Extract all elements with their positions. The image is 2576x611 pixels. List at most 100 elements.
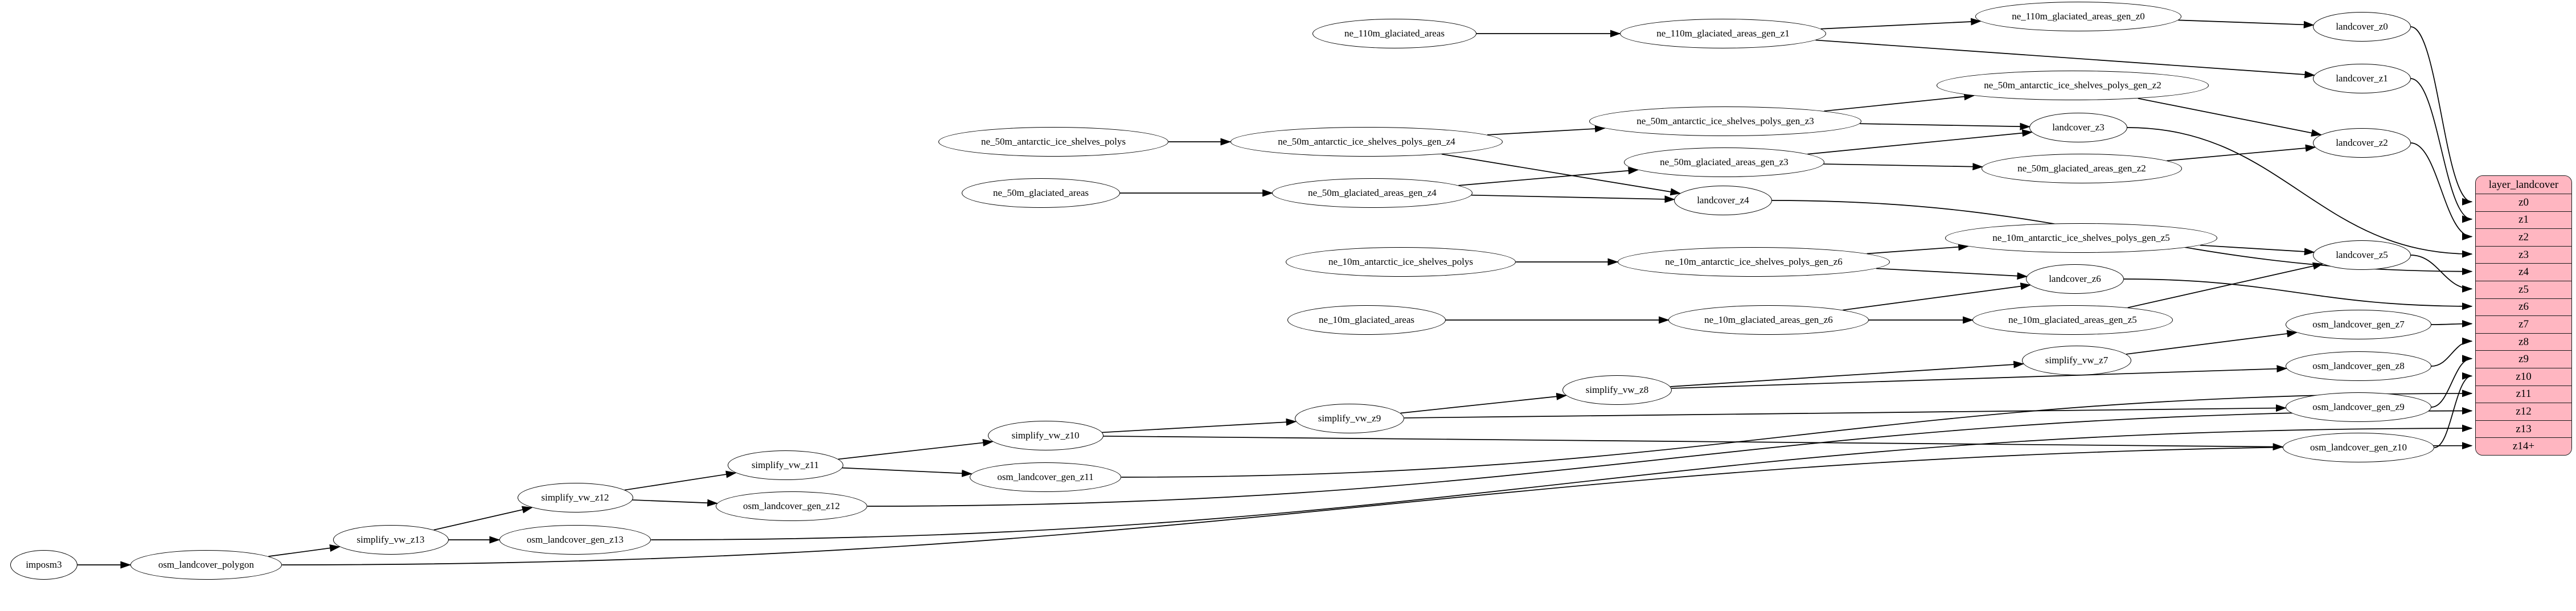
- node-ne_110m_glaciated_areas_gen_z1: ne_110m_glaciated_areas_gen_z1: [1620, 19, 1826, 48]
- table-row-z9: z9: [2476, 350, 2571, 368]
- node-ne_110m_glaciated_areas: ne_110m_glaciated_areas: [1312, 19, 1476, 48]
- node-label: ne_10m_antarctic_ice_shelves_polys_gen_z…: [1992, 232, 2170, 243]
- node-simplify_vw_z8: simplify_vw_z8: [1562, 375, 1672, 405]
- node-landcover_z1: landcover_z1: [2313, 64, 2411, 93]
- edge-simplify_vw_z13-to-simplify_vw_z12: [433, 506, 533, 531]
- node-label: ne_50m_antarctic_ice_shelves_polys: [981, 136, 1126, 147]
- edge-osm_landcover_gen_z7-to-layer_landcover-z7: [2431, 319, 2473, 328]
- edge-ne_50m_antarctic_ice_shelves_polys_gen_z2-to-landcover_z2: [2138, 97, 2322, 137]
- edge-ne_110m_glaciated_areas_gen_z0-to-landcover_z0: [2178, 19, 2315, 28]
- node-ne_110m_glaciated_areas_gen_z0: ne_110m_glaciated_areas_gen_z0: [1975, 2, 2181, 31]
- node-ne_50m_antarctic_ice_shelves_polys: ne_50m_antarctic_ice_shelves_polys: [938, 127, 1169, 157]
- node-ne_50m_antarctic_ice_shelves_polys_gen_z2: ne_50m_antarctic_ice_shelves_polys_gen_z…: [1936, 71, 2209, 100]
- node-label: ne_10m_glaciated_areas_gen_z5: [2008, 314, 2137, 325]
- node-ne_10m_glaciated_areas_gen_z6: ne_10m_glaciated_areas_gen_z6: [1668, 305, 1869, 335]
- node-simplify_vw_z12: simplify_vw_z12: [517, 483, 633, 512]
- edge-ne_50m_antarctic_ice_shelves_polys_gen_z4-to-landcover_z4: [1441, 153, 1681, 196]
- edge-ne_50m_glaciated_areas_gen_z4-to-ne_50m_glaciated_areas_gen_z3: [1458, 167, 1639, 186]
- table-row-z4: z4: [2476, 263, 2571, 281]
- table-row-z2: z2: [2476, 228, 2571, 246]
- node-label: ne_10m_antarctic_ice_shelves_polys_gen_z…: [1665, 256, 1843, 267]
- node-label: ne_10m_antarctic_ice_shelves_polys: [1328, 256, 1473, 267]
- node-label: simplify_vw_z8: [1585, 384, 1649, 395]
- node-landcover_z3: landcover_z3: [2029, 113, 2127, 142]
- edge-ne_110m_glaciated_areas_gen_z1-to-landcover_z1: [1815, 39, 2316, 79]
- table-row-z0: z0: [2476, 194, 2571, 211]
- edge-landcover_z6-to-layer_landcover-z6: [2123, 278, 2473, 310]
- edge-osm_landcover_gen_z12-to-layer_landcover-z12: [867, 407, 2473, 507]
- node-label: ne_10m_glaciated_areas_gen_z6: [1704, 314, 1833, 325]
- edge-osm_landcover_gen_z9-to-layer_landcover-z9: [2431, 355, 2473, 408]
- edge-ne_10m_glaciated_areas_gen_z5-to-landcover_z5: [2127, 262, 2324, 309]
- node-label: landcover_z1: [2336, 72, 2388, 84]
- table-row-z12: z12: [2476, 403, 2571, 420]
- edge-simplify_vw_z10-to-osm_landcover_gen_z10: [1103, 436, 2284, 451]
- edge-landcover_z5-to-layer_landcover-z5: [2410, 255, 2473, 293]
- node-label: landcover_z5: [2336, 249, 2388, 260]
- node-simplify_vw_z13: simplify_vw_z13: [333, 525, 449, 555]
- edge-simplify_vw_z11-to-simplify_vw_z10: [838, 438, 994, 460]
- table-row-z11: z11: [2476, 385, 2571, 403]
- node-ne_10m_glaciated_areas: ne_10m_glaciated_areas: [1287, 305, 1446, 335]
- node-label: ne_50m_antarctic_ice_shelves_polys_gen_z…: [1636, 115, 1814, 126]
- edge-ne_50m_antarctic_ice_shelves_polys_gen_z3-to-ne_50m_antarctic_ice_shelves_polys_gen_z2: [1824, 93, 1975, 112]
- edge-simplify_vw_z9-to-simplify_vw_z8: [1400, 392, 1567, 414]
- edge-landcover_z3-to-layer_landcover-z3: [2127, 127, 2473, 258]
- node-label: osm_landcover_gen_z12: [743, 500, 840, 511]
- node-ne_50m_glaciated_areas_gen_z2: ne_50m_glaciated_areas_gen_z2: [1982, 154, 2182, 183]
- edge-landcover_z1-to-layer_landcover-z1: [2410, 78, 2473, 223]
- edge-ne_50m_antarctic_ice_shelves_polys_gen_z4-to-ne_50m_antarctic_ice_shelves_polys_gen_z3: [1487, 125, 1606, 136]
- node-ne_50m_glaciated_areas_gen_z3: ne_50m_glaciated_areas_gen_z3: [1624, 147, 1824, 177]
- node-label: ne_50m_glaciated_areas_gen_z2: [2017, 162, 2146, 174]
- edge-landcover_z0-to-layer_landcover-z0: [2410, 26, 2473, 206]
- edge-osm_landcover_polygon-to-simplify_vw_z13: [268, 544, 341, 557]
- edge-osm_landcover_gen_z10-to-layer_landcover-z10: [2434, 372, 2473, 448]
- node-osm_landcover_gen_z12: osm_landcover_gen_z12: [715, 491, 868, 521]
- table-title: layer_landcover: [2476, 176, 2571, 194]
- edge-simplify_vw_z12-to-osm_landcover_gen_z12: [632, 499, 718, 507]
- edge-osm_landcover_polygon-to-layer_landcover-z14+: [282, 442, 2473, 565]
- node-ne_50m_glaciated_areas: ne_50m_glaciated_areas: [962, 178, 1120, 208]
- edge-ne_10m_glaciated_areas_gen_z6-to-landcover_z6: [1843, 282, 2032, 311]
- node-ne_50m_antarctic_ice_shelves_polys_gen_z4: ne_50m_antarctic_ice_shelves_polys_gen_z…: [1230, 127, 1503, 157]
- node-label: imposm3: [26, 559, 62, 570]
- edge-simplify_vw_z12-to-simplify_vw_z11: [624, 470, 737, 491]
- node-label: simplify_vw_z9: [1318, 412, 1381, 424]
- node-ne_50m_antarctic_ice_shelves_polys_gen_z3: ne_50m_antarctic_ice_shelves_polys_gen_z…: [1589, 106, 1862, 136]
- edge-ne_50m_antarctic_ice_shelves_polys_gen_z3-to-landcover_z3: [1860, 122, 2031, 130]
- node-ne_10m_antarctic_ice_shelves_polys_gen_z5: ne_10m_antarctic_ice_shelves_polys_gen_z…: [1945, 223, 2218, 253]
- edge-simplify_vw_z8-to-simplify_vw_z7: [1670, 360, 2024, 387]
- node-label: landcover_z3: [2052, 121, 2105, 133]
- node-label: osm_landcover_gen_z8: [2312, 360, 2405, 371]
- edge-osm_landcover_gen_z11-to-layer_landcover-z11: [1121, 389, 2473, 478]
- table-row-z8: z8: [2476, 333, 2571, 351]
- edge-ne_110m_glaciated_areas_gen_z1-to-ne_110m_glaciated_areas_gen_z0: [1820, 18, 1982, 30]
- node-ne_10m_glaciated_areas_gen_z5: ne_10m_glaciated_areas_gen_z5: [1972, 305, 2173, 335]
- edge-simplify_vw_z7-to-osm_landcover_gen_z7: [2126, 330, 2298, 355]
- table-row-z1: z1: [2476, 211, 2571, 229]
- node-label: ne_50m_antarctic_ice_shelves_polys_gen_z…: [1278, 136, 1455, 147]
- edge-ne_50m_glaciated_areas_gen_z3-to-ne_50m_glaciated_areas_gen_z2: [1823, 163, 1984, 171]
- node-ne_10m_antarctic_ice_shelves_polys_gen_z6: ne_10m_antarctic_ice_shelves_polys_gen_z…: [1617, 247, 1890, 277]
- table-row-z5: z5: [2476, 280, 2571, 298]
- table-row-z13: z13: [2476, 420, 2571, 438]
- node-osm_landcover_gen_z8: osm_landcover_gen_z8: [2286, 351, 2431, 381]
- node-label: osm_landcover_gen_z7: [2312, 318, 2405, 330]
- edge-ne_50m_glaciated_areas_gen_z2-to-landcover_z2: [2167, 144, 2316, 162]
- table-row-z6: z6: [2476, 298, 2571, 316]
- edge-osm_landcover_gen_z8-to-layer_landcover-z8: [2431, 337, 2473, 367]
- node-simplify_vw_z10: simplify_vw_z10: [987, 421, 1104, 450]
- node-label: osm_landcover_gen_z13: [527, 534, 624, 545]
- node-ne_10m_antarctic_ice_shelves_polys: ne_10m_antarctic_ice_shelves_polys: [1285, 247, 1516, 277]
- node-osm_landcover_gen_z7: osm_landcover_gen_z7: [2286, 310, 2431, 339]
- edge-ne_10m_antarctic_ice_shelves_polys_gen_z6-to-landcover_z6: [1876, 268, 2028, 280]
- node-landcover_z4: landcover_z4: [1674, 186, 1772, 215]
- edge-ne_10m_antarctic_ice_shelves_polys_gen_z6-to-ne_10m_antarctic_ice_shelves_polys_gen_z5: [1867, 243, 1969, 255]
- node-label: simplify_vw_z12: [541, 491, 609, 503]
- node-label: simplify_vw_z10: [1011, 429, 1080, 441]
- node-landcover_z0: landcover_z0: [2313, 12, 2411, 42]
- edge-landcover_z2-to-layer_landcover-z2: [2410, 142, 2473, 240]
- node-osm_landcover_gen_z13: osm_landcover_gen_z13: [499, 525, 651, 555]
- node-label: landcover_z6: [2049, 273, 2101, 284]
- edge-ne_10m_antarctic_ice_shelves_polys_gen_z5-to-landcover_z5: [2200, 244, 2315, 256]
